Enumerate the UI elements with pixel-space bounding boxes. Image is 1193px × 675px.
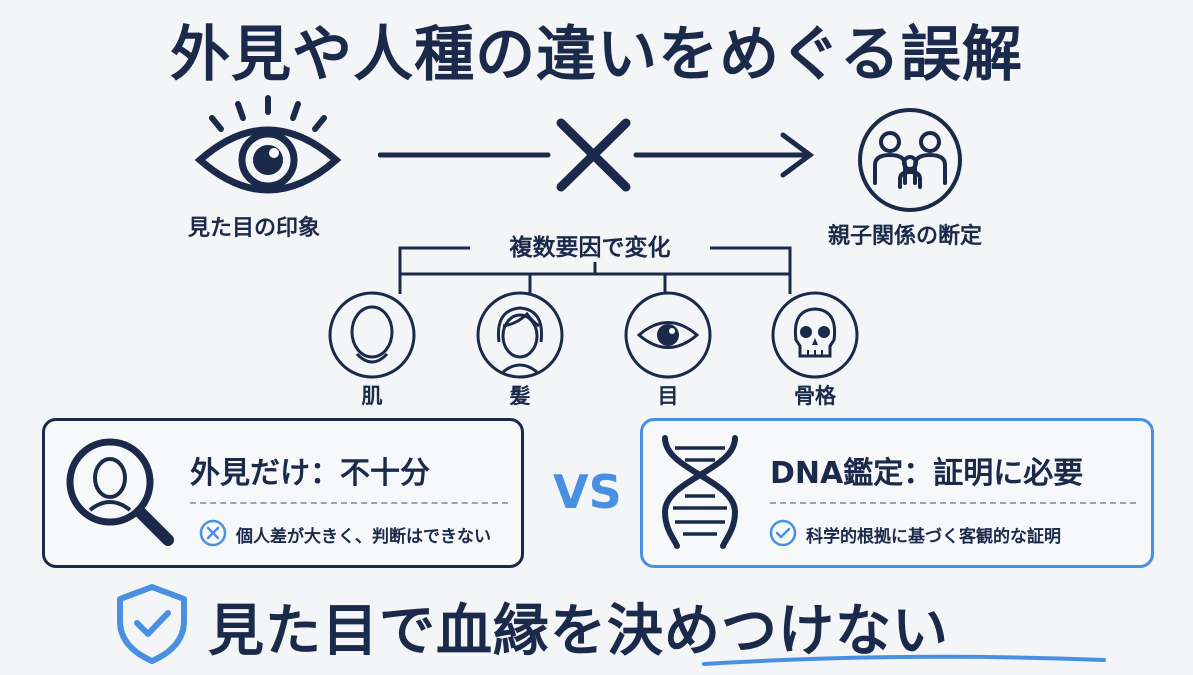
factor-label-eye: 目 xyxy=(657,384,679,408)
dna-icon xyxy=(661,435,739,549)
hair-icon xyxy=(476,291,564,379)
shield-check-icon xyxy=(117,584,187,664)
underline-stroke xyxy=(702,654,1106,666)
x-circle-icon xyxy=(199,519,227,547)
magnifier-icon xyxy=(66,438,174,546)
flow-arrow xyxy=(378,118,815,192)
appearance-heading: 外見だけ：不十分 xyxy=(190,456,430,491)
eye-small-icon xyxy=(624,291,712,379)
factor-label-skin: 肌 xyxy=(361,384,383,408)
skull-icon xyxy=(771,291,859,379)
page-title: 外見や人種の違いをめぐる誤解 xyxy=(170,20,1023,90)
factor-title: 複数要因で変化 xyxy=(470,228,710,262)
appearance-divider xyxy=(190,502,508,504)
cross-icon xyxy=(556,118,631,192)
factor-label-hair: 髪 xyxy=(509,384,531,408)
dna-divider xyxy=(770,502,1136,504)
dna-note: 科学的根拠に基づく客観的な証明 xyxy=(806,527,1061,547)
family-icon xyxy=(858,108,962,212)
paternity-label: 親子関係の断定 xyxy=(828,224,983,249)
skin-icon xyxy=(328,291,416,379)
eye-icon xyxy=(194,95,342,194)
appearance-note: 個人差が大きく、判断はできない xyxy=(236,527,491,547)
bottom-message: 見た目で血縁を決めつけない xyxy=(208,599,949,664)
factor-label-bone: 骨格 xyxy=(794,384,836,408)
impression-label: 見た目の印象 xyxy=(188,216,321,241)
dna-heading: DNA鑑定：証明に必要 xyxy=(770,456,1084,491)
vs-label: VS xyxy=(553,465,622,519)
check-circle-icon xyxy=(769,519,797,547)
